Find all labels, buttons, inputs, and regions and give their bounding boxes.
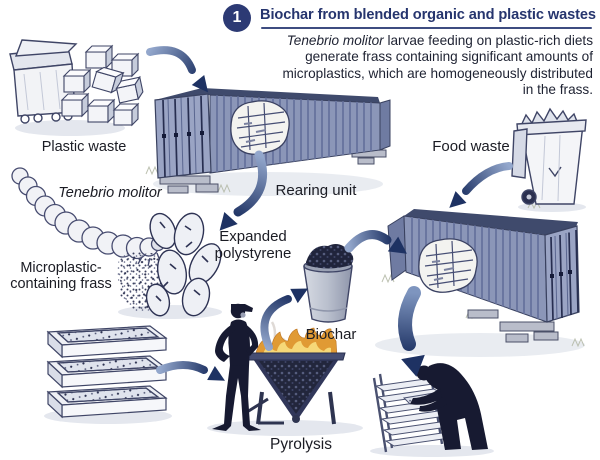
- label-expanded-polystyrene: Expanded polystyrene: [214, 228, 292, 262]
- title-underline: [261, 27, 592, 29]
- label-microplastic-frass: Microplastic-containing frass: [10, 260, 112, 293]
- label-plastic-waste: Plastic waste: [41, 139, 127, 155]
- flow-arrow-foodwaste-to-container: [449, 162, 513, 208]
- rearing-container-illustration: [154, 88, 391, 194]
- label-biochar: Biochar: [305, 326, 357, 343]
- tray-stack-illustration: [46, 325, 168, 419]
- label-rearing-unit: Rearing unit: [275, 182, 357, 199]
- flow-arrow-biochar-to-container: [344, 230, 407, 254]
- page-title: Biochar from blended organic and plastic…: [260, 7, 596, 23]
- flow-arrow-trays-to-pyrolysis: [156, 361, 225, 381]
- flow-arrow-pyrolysis-to-biochar: [260, 288, 309, 351]
- flow-arrow-plastic-to-container: [146, 46, 209, 93]
- container-cutaway: [418, 238, 478, 293]
- food-waste-bin-illustration: [511, 107, 587, 205]
- description-rest: larvae feeding on plastic-rich diets gen…: [282, 33, 593, 97]
- container-cutaway: [230, 100, 290, 155]
- blending-container-illustration: [387, 209, 580, 343]
- polystyrene-boxes-illustration: [60, 44, 144, 127]
- mealworm-illustration: [11, 167, 166, 267]
- description-text: Tenebrio molitor larvae feeding on plast…: [279, 33, 593, 98]
- flow-arrow-container-to-polystyrene: [219, 150, 267, 231]
- bending-worker-silhouette: [410, 363, 488, 450]
- pyrolysis-kiln-illustration: [246, 321, 346, 425]
- label-food-waste: Food waste: [432, 138, 510, 155]
- flow-arrow-container-to-worker: [398, 286, 425, 377]
- polystyrene-pellets-illustration: [145, 212, 222, 317]
- step-number-badge: 1: [223, 4, 251, 32]
- label-tenebrio-molitor: Tenebrio molitor: [58, 185, 162, 201]
- biochar-bucket-illustration: [303, 244, 354, 323]
- standing-worker-silhouette: [212, 303, 261, 431]
- description-species-italic: Tenebrio molitor: [286, 33, 384, 48]
- label-pyrolysis: Pyrolysis: [269, 436, 332, 453]
